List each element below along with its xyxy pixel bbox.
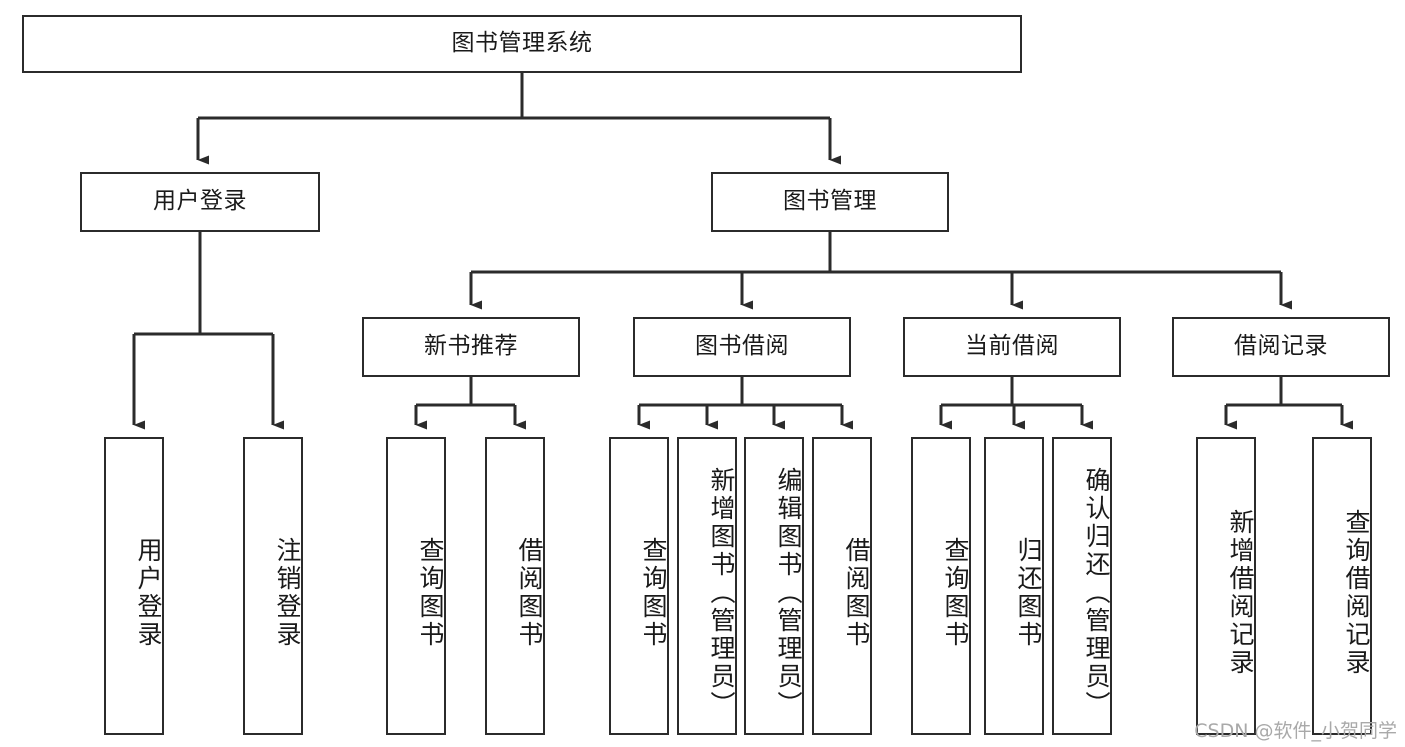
node-leaf-logout[interactable]: 注销登录 (243, 437, 303, 735)
node-leaf-borrow-book-rec-label: 借阅图书 (515, 537, 544, 649)
node-leaf-user-login[interactable]: 用户登录 (104, 437, 164, 735)
node-new-book-rec-label: 新书推荐 (424, 333, 518, 360)
node-current-borrow[interactable]: 当前借阅 (903, 317, 1121, 377)
node-borrow-record-label: 借阅记录 (1234, 333, 1328, 360)
node-leaf-confirm-return-admin[interactable]: 确认归还（管理员） (1052, 437, 1112, 735)
node-leaf-user-login-label: 用户登录 (134, 537, 163, 649)
node-leaf-add-borrow-record[interactable]: 新增借阅记录 (1196, 437, 1256, 735)
node-new-book-rec[interactable]: 新书推荐 (362, 317, 580, 377)
node-leaf-edit-book-admin-label: 编辑图书（管理员） (774, 467, 803, 719)
node-leaf-query-book-borrow-label: 查询图书 (639, 537, 668, 649)
node-leaf-return-book-label: 归还图书 (1014, 537, 1043, 649)
node-borrow-record[interactable]: 借阅记录 (1172, 317, 1390, 377)
node-current-borrow-label: 当前借阅 (965, 333, 1059, 360)
node-root[interactable]: 图书管理系统 (22, 15, 1022, 73)
node-leaf-borrow-book-rec[interactable]: 借阅图书 (485, 437, 545, 735)
node-leaf-add-book-admin-label: 新增图书（管理员） (707, 467, 736, 719)
node-leaf-logout-label: 注销登录 (273, 537, 302, 649)
node-root-label: 图书管理系统 (451, 30, 593, 57)
node-book-manage-label: 图书管理 (783, 188, 877, 215)
node-book-borrow[interactable]: 图书借阅 (633, 317, 851, 377)
node-book-manage[interactable]: 图书管理 (711, 172, 949, 232)
node-leaf-query-book-rec[interactable]: 查询图书 (386, 437, 446, 735)
node-leaf-query-book-rec-label: 查询图书 (416, 537, 445, 649)
node-leaf-borrow-book-label: 借阅图书 (842, 537, 871, 649)
node-leaf-query-borrow-record[interactable]: 查询借阅记录 (1312, 437, 1372, 735)
node-book-borrow-label: 图书借阅 (695, 333, 789, 360)
node-leaf-query-book-borrow[interactable]: 查询图书 (609, 437, 669, 735)
node-leaf-add-book-admin[interactable]: 新增图书（管理员） (677, 437, 737, 735)
node-user-login-label: 用户登录 (153, 188, 247, 215)
node-leaf-return-book[interactable]: 归还图书 (984, 437, 1044, 735)
node-leaf-query-book-current-label: 查询图书 (941, 537, 970, 649)
node-leaf-edit-book-admin[interactable]: 编辑图书（管理员） (744, 437, 804, 735)
node-user-login[interactable]: 用户登录 (80, 172, 320, 232)
node-leaf-query-borrow-record-label: 查询借阅记录 (1342, 509, 1371, 677)
node-leaf-borrow-book[interactable]: 借阅图书 (812, 437, 872, 735)
node-leaf-query-book-current[interactable]: 查询图书 (911, 437, 971, 735)
node-leaf-confirm-return-admin-label: 确认归还（管理员） (1082, 467, 1111, 719)
node-leaf-add-borrow-record-label: 新增借阅记录 (1226, 509, 1255, 677)
